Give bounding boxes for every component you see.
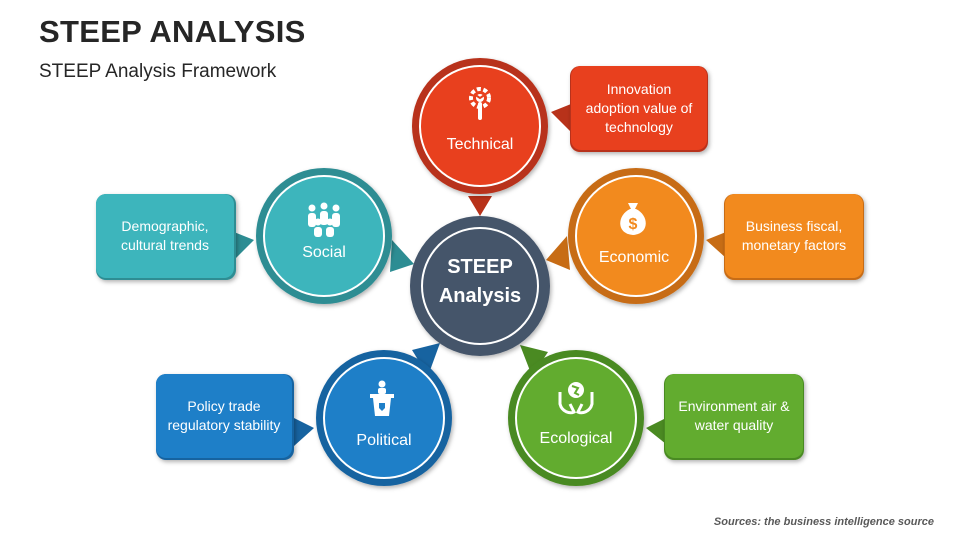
economic-label: Economic: [598, 249, 670, 266]
svg-text:$: $: [629, 216, 638, 233]
technical-description: Innovation adoption value of technology: [585, 80, 693, 135]
social-pointer: [390, 240, 414, 272]
ecological-pointer: [520, 345, 548, 376]
political-pointer: [412, 343, 440, 376]
people-group-icon: [308, 202, 340, 237]
political-node: [316, 343, 452, 486]
ecological-box: [646, 374, 804, 460]
economic-inner-circle: [575, 175, 697, 297]
source-note: Sources: the business intelligence sourc…: [713, 516, 934, 528]
gear-wrench-icon: [469, 87, 491, 120]
economic-description: Business fiscal, monetary factors: [741, 218, 847, 253]
social-label: Social: [302, 244, 346, 261]
ecological-description: Environment air & water quality: [678, 398, 790, 433]
political-inner-circle: [323, 357, 445, 479]
ecological-label: Ecological: [539, 430, 613, 447]
economic-box: [706, 194, 864, 280]
social-description: Demographic, cultural trends: [121, 218, 209, 253]
economic-node: $: [546, 168, 704, 304]
technical-node: [412, 58, 548, 216]
center-title: STEEP Analysis: [410, 253, 550, 311]
social-inner-circle: [263, 175, 385, 297]
political-box: [156, 374, 314, 460]
technical-box: [551, 66, 708, 152]
money-bag-icon: $: [620, 203, 646, 235]
political-label: Political: [356, 432, 412, 449]
center-line-1: STEEP: [447, 256, 513, 278]
center-node: [410, 216, 550, 356]
technical-label: Technical: [446, 136, 514, 153]
center-line-2: Analysis: [438, 285, 522, 307]
technical-pointer: [468, 196, 492, 216]
globe-hands-icon: [558, 382, 594, 415]
economic-pointer: [546, 236, 570, 270]
podium-icon: [370, 380, 394, 416]
ecological-inner-circle: [515, 357, 637, 479]
page-subtitle: STEEP Analysis Framework: [39, 61, 277, 82]
technical-inner-circle: [419, 65, 541, 187]
social-box: [96, 194, 254, 280]
political-description: Policy trade regulatory stability: [167, 398, 281, 433]
page-title: STEEP ANALYSIS: [39, 14, 306, 49]
social-node: [256, 168, 414, 304]
ecological-node: [508, 345, 644, 486]
